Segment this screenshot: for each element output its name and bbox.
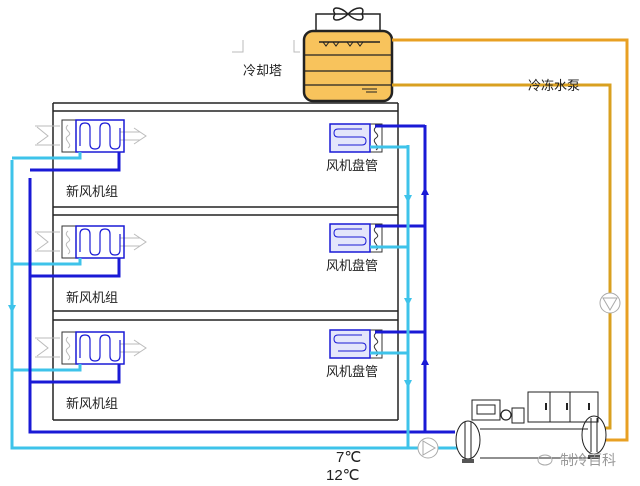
fcu-label: 风机盘管 — [326, 258, 378, 274]
return-temp-label: 12℃ — [326, 467, 360, 484]
chilled-water-risers — [8, 125, 455, 450]
fcu-unit: 风机盘管 — [326, 123, 425, 174]
chiller-unit — [455, 391, 607, 463]
tower-fan-frame — [315, 13, 381, 32]
ahu-unit: 新风机组 — [12, 331, 147, 412]
cooling-water-supply-pipe — [392, 38, 629, 442]
wechat-icon — [537, 454, 553, 466]
chilled-pump-label: 冷冻水泵 — [528, 78, 580, 94]
cooling-tower: 冷却塔 — [232, 7, 394, 103]
fcu-label: 风机盘管 — [326, 158, 378, 174]
ahu-unit: 新风机组 — [12, 119, 147, 200]
ahu-coil-box — [75, 331, 125, 365]
ahu-fan-icon — [65, 230, 71, 255]
fcu-coil-box — [329, 329, 371, 359]
building — [52, 102, 399, 421]
ahu-frame — [61, 331, 125, 365]
ahu-supply-pipe — [30, 258, 121, 278]
return-main-left — [10, 160, 420, 450]
ahu-coil-icon — [79, 334, 121, 362]
ahu-fan-icon — [65, 336, 71, 361]
cooling-tower-label: 冷却塔 — [243, 64, 282, 79]
airflow-in-icon — [35, 125, 60, 146]
ahu-label: 新风机组 — [66, 184, 118, 200]
ahu-fan-icon — [65, 124, 71, 149]
ahu-return-pipe — [12, 258, 82, 266]
floor-3: 新风机组 风机盘管 — [12, 329, 425, 412]
airflow-in-icon — [35, 231, 60, 252]
chilled-water-pump-icon — [417, 437, 458, 459]
tower-body — [302, 29, 394, 103]
ahu-unit: 新风机组 — [12, 225, 147, 306]
floor-1: 新风机组 风机盘管 — [12, 119, 425, 200]
ahu-coil-icon — [79, 122, 121, 150]
fcu-unit: 风机盘管 — [326, 223, 425, 274]
ahu-frame — [61, 225, 125, 259]
fcu-coil-box — [329, 123, 371, 153]
ahu-frame — [61, 119, 125, 153]
fcu-unit: 风机盘管 — [326, 329, 425, 380]
tower-fan-icon — [333, 7, 364, 21]
airflow-in-icon — [35, 337, 60, 358]
ahu-coil-box — [75, 119, 125, 153]
ahu-supply-pipe — [30, 364, 121, 384]
ahu-coil-box — [75, 225, 125, 259]
floor-2: 新风机组 风机盘管 — [12, 223, 425, 306]
ahu-return-pipe — [12, 152, 82, 160]
supply-main-left — [28, 178, 455, 434]
ahu-label: 新风机组 — [66, 396, 118, 412]
ahu-supply-pipe — [30, 152, 121, 172]
watermark: 制冷百科 — [560, 453, 616, 469]
supply-temp-label: 7℃ — [336, 449, 361, 466]
cooling-pump-icon — [599, 292, 621, 314]
ahu-label: 新风机组 — [66, 290, 118, 306]
fcu-label: 风机盘管 — [326, 364, 378, 380]
ahu-return-pipe — [12, 364, 82, 372]
fcu-coil-box — [329, 223, 371, 253]
ahu-coil-icon — [79, 228, 121, 256]
fcu-coil-icon — [333, 128, 367, 146]
cooling-water-pipes: 冷冻水泵 — [392, 38, 629, 442]
fcu-coil-icon — [333, 228, 367, 246]
fcu-coil-icon — [333, 334, 367, 352]
